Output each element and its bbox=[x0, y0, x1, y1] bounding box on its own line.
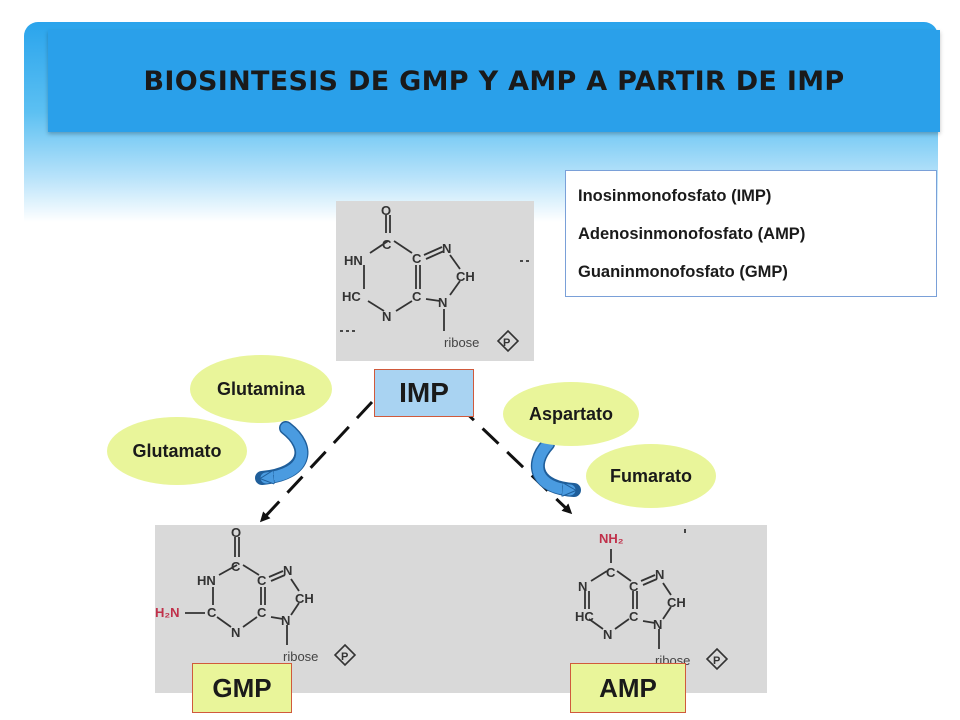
reagent-glutamato: Glutamato bbox=[107, 417, 247, 485]
imp-atom-c: C bbox=[382, 237, 392, 252]
amp-atom-n3: N bbox=[603, 627, 612, 642]
page-title: BIOSINTESIS DE GMP Y AMP A PARTIR DE IMP bbox=[143, 65, 845, 97]
title-bar: BIOSINTESIS DE GMP Y AMP A PARTIR DE IMP bbox=[48, 30, 940, 132]
node-amp: AMP bbox=[570, 663, 686, 713]
legend-item-imp: Inosinmonofosfato (IMP) bbox=[578, 187, 772, 205]
imp-structure-panel: O C HN C N CH HC C N N ribose P bbox=[336, 201, 534, 361]
amp-amine-group: NH₂ bbox=[599, 531, 624, 546]
reagent-glutamina: Glutamina bbox=[190, 355, 332, 423]
node-gmp: GMP bbox=[192, 663, 292, 713]
imp-atom-n3: N bbox=[438, 295, 447, 310]
gmp-atom-n2: N bbox=[231, 625, 240, 640]
amp-atom-c3: C bbox=[629, 609, 639, 624]
imp-structure: O C HN C N CH HC C N N ribose P bbox=[340, 203, 532, 353]
gmp-atom-ch: CH bbox=[295, 591, 314, 606]
legend-item-amp: Adenosinmonofosfato (AMP) bbox=[578, 225, 806, 243]
gmp-ribose-label: ribose bbox=[283, 649, 318, 664]
reagent-fumarato: Fumarato bbox=[586, 444, 716, 508]
amp-phosphate-label: P bbox=[713, 655, 720, 667]
gmp-atom-hn: HN bbox=[197, 573, 216, 588]
amp-atom-hc: HC bbox=[575, 609, 594, 624]
imp-atom-ch: CH bbox=[456, 269, 475, 284]
gmp-atom-n3: N bbox=[281, 613, 290, 628]
imp-ribose-label: ribose bbox=[444, 335, 479, 350]
amp-atom-c: C bbox=[606, 565, 616, 580]
imp-atom-c3: C bbox=[412, 289, 422, 304]
legend-item-gmp: Guaninmonofosfato (GMP) bbox=[578, 263, 788, 281]
aspartato-curved-arrow bbox=[532, 438, 570, 490]
amp-atom-n: N bbox=[578, 579, 587, 594]
imp-atom-hn: HN bbox=[344, 253, 363, 268]
imp-atom-o: O bbox=[381, 203, 391, 218]
imp-atom-hc: HC bbox=[342, 289, 361, 304]
amp-atom-ch: CH bbox=[667, 595, 686, 610]
glutamina-curved-arrow bbox=[266, 422, 308, 478]
gmp-atom-o: O bbox=[231, 525, 241, 540]
gmp-atom-n: N bbox=[283, 563, 292, 578]
amp-atom-n4: N bbox=[653, 617, 662, 632]
imp-phosphate-label: P bbox=[503, 337, 510, 349]
gmp-atom-c: C bbox=[231, 559, 241, 574]
imp-atom-n2: N bbox=[382, 309, 391, 324]
reagent-aspartato: Aspartato bbox=[503, 382, 639, 446]
legend-box: Inosinmonofosfato (IMP) Adenosinmonofosf… bbox=[565, 170, 937, 297]
gmp-amine-group: H₂N bbox=[155, 605, 180, 620]
amp-atom-c2: C bbox=[629, 579, 639, 594]
arrow-imp-to-gmp bbox=[259, 400, 374, 523]
amp-atom-n2: N bbox=[655, 567, 664, 582]
arrow-imp-to-amp bbox=[456, 403, 573, 515]
imp-atom-n: N bbox=[442, 241, 451, 256]
gmp-atom-c2: C bbox=[257, 573, 267, 588]
gmp-phosphate-label: P bbox=[341, 651, 348, 663]
products-structures: O C HN C N CH C C N N H₂N ribose P bbox=[155, 525, 729, 671]
gmp-atom-c3: C bbox=[207, 605, 217, 620]
imp-atom-c2: C bbox=[412, 251, 422, 266]
node-imp: IMP bbox=[374, 369, 474, 417]
gmp-atom-c4: C bbox=[257, 605, 267, 620]
